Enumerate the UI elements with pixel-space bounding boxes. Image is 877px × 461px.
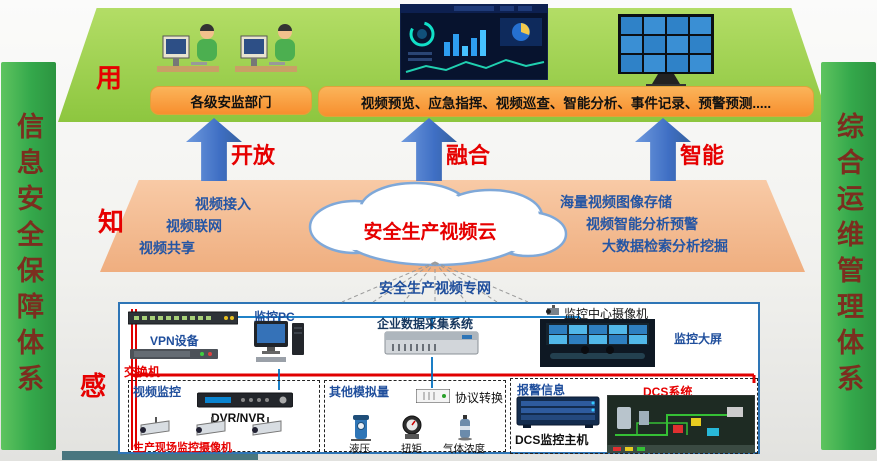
vpn-device-label: VPN设备 <box>150 334 199 348</box>
right-banner-text: 综合运维管理体系 <box>833 112 863 400</box>
department-box-label: 各级安监部门 <box>190 94 272 110</box>
daq-system-label: 企业数据采集系统 <box>377 317 474 331</box>
sense-layer-tag: 感 <box>80 371 107 401</box>
switch-label: 交换机 <box>124 365 161 379</box>
cloud-shape <box>308 181 568 267</box>
vpn-device <box>130 349 218 359</box>
capability-video-access: 视频接入 <box>195 196 251 212</box>
gas-label: 气体浓度 <box>443 443 485 455</box>
site-cameras-label: 生产现场监控摄像机 <box>133 442 232 454</box>
daq-server <box>384 331 479 355</box>
torque-sensor <box>402 415 422 439</box>
dcs-host-label: DCS监控主机 <box>515 433 589 447</box>
perception-layer-box: VPN设备 交换机 监控PC 企业数据采集系统 <box>118 302 760 455</box>
right-banner: 综合运维管理体系 <box>821 62 876 450</box>
left-banner-text: 信息安全保障体系 <box>13 112 43 400</box>
operators-clipart <box>157 24 297 72</box>
analog-group-box: 其他模拟量 协议转换 液压 扭矩 <box>324 380 506 455</box>
arrow-label-intelligent: 智能 <box>680 143 725 168</box>
switch-device <box>128 311 238 325</box>
desk-strip <box>62 451 258 460</box>
arrow-label-fusion: 融合 <box>446 143 491 168</box>
cloud-title: 安全生产视频云 <box>363 222 497 243</box>
dvr-device <box>197 392 293 408</box>
cctv-cameras <box>140 417 282 436</box>
functions-box: 视频预览、应急指挥、视频巡查、智能分析、事件记录、预警预测..... <box>318 86 814 117</box>
private-network-label: 安全生产视频专网 <box>379 280 491 296</box>
left-banner: 信息安全保障体系 <box>1 62 56 450</box>
use-layer-tag: 用 <box>96 63 123 93</box>
monitor-pc <box>254 321 304 362</box>
dashboard-screenshot <box>400 4 548 80</box>
control-room-image <box>540 319 655 367</box>
video-group-title: 视频监控 <box>133 385 182 399</box>
arrow-label-open: 开放 <box>231 143 276 168</box>
video-wall <box>618 14 714 87</box>
dcs-group-box: 报警信息 DCS监控主机 DCS系统 <box>510 378 758 454</box>
gas-sensor <box>458 415 472 441</box>
torque-label: 扭矩 <box>401 443 422 455</box>
dcs-host-device <box>516 396 600 428</box>
know-layer-tag: 知 <box>98 207 125 237</box>
center-camera-label: 监控中心摄像机 <box>564 307 649 321</box>
department-box: 各级安监部门 <box>150 86 312 115</box>
capability-mass-storage: 海量视频图像存储 <box>560 194 672 210</box>
bus-and-connector-lines <box>131 309 756 450</box>
dcs-mimic-screenshot <box>607 395 755 453</box>
capability-video-share: 视频共享 <box>139 240 195 256</box>
center-camera-icon <box>546 305 559 315</box>
hydraulic-label: 液压 <box>349 443 370 455</box>
capability-video-network: 视频联网 <box>166 218 222 234</box>
protocol-converter-label: 协议转换 <box>455 391 504 405</box>
functions-box-label: 视频预览、应急指挥、视频巡查、智能分析、事件记录、预警预测..... <box>360 95 772 111</box>
protocol-converter-device <box>416 389 450 403</box>
network-fan-lines <box>341 261 529 303</box>
analog-group-title: 其他模拟量 <box>329 385 390 399</box>
video-group-box: 视频监控 DVR/NVR <box>128 380 320 454</box>
capability-bigdata-mining: 大数据检索分析挖掘 <box>602 238 728 254</box>
alarm-info-label: 报警信息 <box>517 383 566 397</box>
hydraulic-sensor <box>351 415 371 441</box>
big-screen-label: 监控大屏 <box>674 332 723 346</box>
monitor-pc-label: 监控PC <box>254 310 295 324</box>
capability-ai-analysis: 视频智能分析预警 <box>586 216 698 232</box>
